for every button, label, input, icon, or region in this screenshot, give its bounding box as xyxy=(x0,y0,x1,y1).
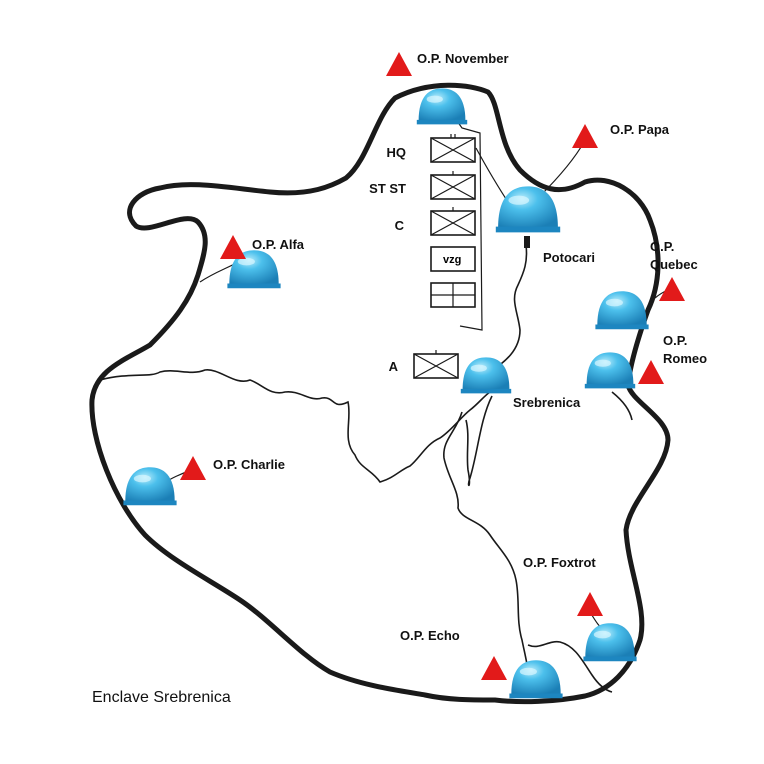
op-romeo-label-line1: O.P. xyxy=(663,333,688,348)
observation-post-triangle-icon-charlie xyxy=(180,456,206,480)
observation-post-triangle-icon-romeo xyxy=(638,360,664,384)
un-helmet-icon-romeo xyxy=(584,352,636,389)
observation-post-triangle-icon-november xyxy=(386,52,412,76)
observation-post-triangle-icon-foxtrot xyxy=(577,592,603,616)
observation-post-triangle-icon-papa xyxy=(572,124,598,148)
unit-symbol-a xyxy=(413,350,459,379)
unit-vzg-label: vzg xyxy=(443,254,461,266)
unit-symbol-grid xyxy=(430,282,476,308)
road-east xyxy=(611,391,633,421)
un-helmet-icon-potocari xyxy=(495,186,561,233)
river-west xyxy=(99,369,491,483)
un-helmet-icon-echo xyxy=(509,660,563,699)
un-helmet-icon-quebec xyxy=(595,291,649,330)
place-potocari-label: Potocari xyxy=(543,250,596,265)
enclave-boundary xyxy=(89,82,671,705)
un-helmet-icon-foxtrot xyxy=(583,623,637,662)
observation-post-triangle-icon-quebec xyxy=(659,277,685,301)
op-echo-label: O.P. Echo xyxy=(400,628,460,643)
unit-hq-label: HQ xyxy=(386,145,407,160)
op-romeo-label-line2: Romeo xyxy=(663,351,708,366)
unit-a-label: A xyxy=(388,359,398,374)
op-papa-label: O.P. Papa xyxy=(610,122,670,137)
op-foxtrot-label: O.P. Foxtrot xyxy=(523,555,596,570)
op-quebec-label-line2: Quebec xyxy=(650,257,698,272)
un-helmet-icon-charlie xyxy=(123,467,177,506)
op-alfa-label: O.P. Alfa xyxy=(252,237,305,252)
observation-post-triangle-icon-alfa xyxy=(220,235,246,259)
op-november-label: O.P. November xyxy=(417,51,509,66)
unit-stst-label: ST ST xyxy=(369,181,406,196)
unit-symbol-c xyxy=(430,207,476,236)
unit-c-label: C xyxy=(394,218,404,233)
river-south xyxy=(443,395,530,691)
observation-post-triangle-icon-echo xyxy=(481,656,507,680)
un-helmet-icon-november xyxy=(416,88,468,125)
potocari-marker xyxy=(524,236,530,248)
map-caption: Enclave Srebrenica xyxy=(92,689,231,706)
op-quebec-label-line1: O.P. xyxy=(650,239,675,254)
op-charlie-label: O.P. Charlie xyxy=(213,457,286,472)
road-foxtrot xyxy=(527,640,613,693)
unit-symbol-hq xyxy=(430,134,476,163)
road-srebrenica-potocari xyxy=(489,244,528,373)
unit-symbol-vzg xyxy=(430,246,476,272)
place-srebrenica-label: Srebrenica xyxy=(513,395,581,410)
unit-symbol-stst xyxy=(430,171,476,200)
